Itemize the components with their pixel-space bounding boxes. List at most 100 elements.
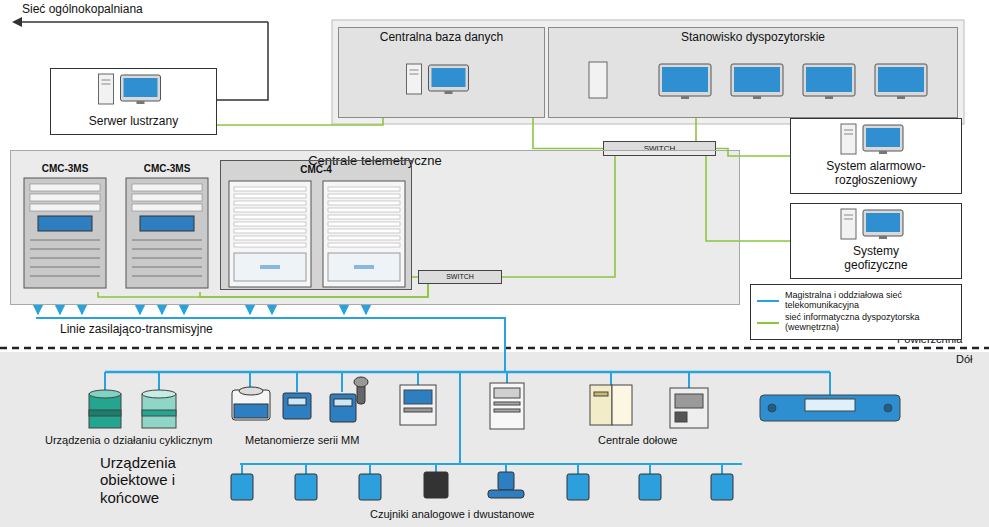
box-label: Centralna baza danych: [380, 31, 503, 45]
database-box: Centralna baza danych: [338, 27, 545, 118]
computer-icon: [681, 96, 689, 99]
node-text: SWITCH: [644, 144, 676, 153]
underground-centrals: [400, 383, 900, 429]
sensors: [295, 474, 317, 500]
switch-box: SWITCH: [603, 141, 716, 156]
computer-icon: [841, 209, 856, 239]
node-fill: [220, 160, 412, 290]
sensors: [231, 474, 253, 500]
sensors: [488, 490, 524, 498]
computer-icon: [897, 96, 905, 99]
computer-icon: [221, 161, 413, 291]
node-text: System alarmowo-rozgłoszeniowy: [820, 160, 932, 188]
computer-icon: [878, 67, 924, 92]
node-text: Stanowisko dyspozytorskie: [681, 31, 825, 45]
computer-icon: [328, 222, 400, 226]
computer-icon: [328, 187, 400, 191]
computer-icon: [806, 67, 852, 92]
legend-line-sample: [757, 300, 779, 302]
cyclic-devices: [142, 390, 176, 398]
computer-icon: [328, 243, 400, 247]
computer-icon: [731, 64, 783, 96]
node-text: Serwer lustrzany: [89, 115, 178, 129]
computer-icon: [429, 65, 469, 91]
computer-icon: [354, 265, 374, 269]
dispatch-box: Stanowisko dyspozytorskie: [548, 27, 958, 118]
box-label: Serwer lustrzany: [89, 115, 178, 129]
computer-icon: [866, 213, 900, 232]
sensors: [231, 472, 733, 500]
underground-centrals: [594, 392, 608, 396]
network-link: [695, 118, 697, 141]
computer-icon: [24, 178, 106, 288]
node-text: Centralna baza danych: [380, 31, 503, 45]
computer-icon: [753, 96, 761, 99]
underground-centrals: [675, 412, 687, 422]
area-label: Metanomierze serii MM: [245, 434, 359, 447]
cyclic-devices: [142, 410, 176, 416]
transmission-lines: [36, 287, 830, 474]
computer-icon: [410, 74, 419, 75]
box-label: Systemy geofizyczne: [826, 245, 926, 273]
computer-icon: [328, 236, 400, 240]
underground-centrals: [494, 402, 520, 405]
computer-icon: [132, 240, 202, 241]
computer-icon: [132, 194, 202, 201]
underground-centrals: [404, 408, 432, 412]
computer-icon: [825, 96, 833, 99]
sensors: [498, 472, 514, 490]
node-text: Systemy geofizyczne: [826, 245, 926, 273]
cabinet-box: CMC-3MS: [18, 160, 112, 292]
underground-centrals: [612, 385, 632, 425]
computer-icon: [137, 101, 145, 104]
computer-icon: [120, 160, 214, 292]
computer-icon: [844, 130, 853, 131]
computer-icon: [126, 178, 208, 288]
computer-icon: [407, 64, 422, 94]
sensors: [567, 474, 589, 500]
server-box: Serwer lustrzany: [50, 68, 217, 135]
underground-centrals: [670, 388, 708, 428]
computer-icon: [234, 201, 306, 205]
system-box: System alarmowo-rozgłoszeniowy: [790, 118, 962, 194]
cyclic-devices: [89, 394, 121, 428]
underground-centrals: [400, 385, 436, 425]
underground-centrals: [884, 404, 892, 412]
computer-icon: [866, 128, 900, 147]
computer-icon: [234, 253, 306, 281]
node-text: CMC-3MS: [144, 163, 191, 175]
box-label: SWITCH: [644, 144, 676, 153]
telemetry-panel: Centrale telemetryczneCMC-3MSCMC-3MSCMC-…: [10, 150, 740, 305]
underground-centrals: [494, 409, 520, 412]
computer-icon: [662, 67, 708, 92]
computer-icon: [121, 75, 161, 101]
box-label: Stanowisko dyspozytorskie: [681, 31, 825, 45]
computer-icon: [328, 229, 400, 233]
underground-centrals: [760, 395, 900, 421]
transmission-lines: [36, 318, 505, 372]
underground-ground: [0, 352, 989, 527]
legend-line-sample: [756, 319, 780, 327]
underground-centrals: [490, 383, 524, 429]
node-fill: [790, 203, 962, 279]
cabinet-group: CMC-4: [220, 160, 412, 290]
computer-icon: [803, 64, 855, 96]
computer-icon: [102, 80, 111, 81]
computer-icon: [102, 84, 111, 85]
computer-icon: [879, 236, 887, 239]
computer-icon: [863, 210, 903, 236]
mine-network-line: [12, 17, 22, 27]
area-label: Sieć ogólnokopalniana: [22, 3, 143, 17]
computer-icon: [328, 194, 400, 198]
computer-icon: [234, 229, 306, 233]
transmission-lines: [242, 464, 722, 474]
cabinet-box: CMC-3MS: [120, 160, 214, 292]
computer-icon: [844, 219, 853, 220]
computer-icon: [445, 91, 453, 94]
node-fill: [790, 118, 962, 194]
computer-icon: [124, 78, 158, 97]
sensors: [711, 474, 733, 500]
network-link: [706, 156, 790, 241]
node-fill: [50, 68, 217, 135]
node-text: CMC-3MS: [42, 163, 89, 175]
